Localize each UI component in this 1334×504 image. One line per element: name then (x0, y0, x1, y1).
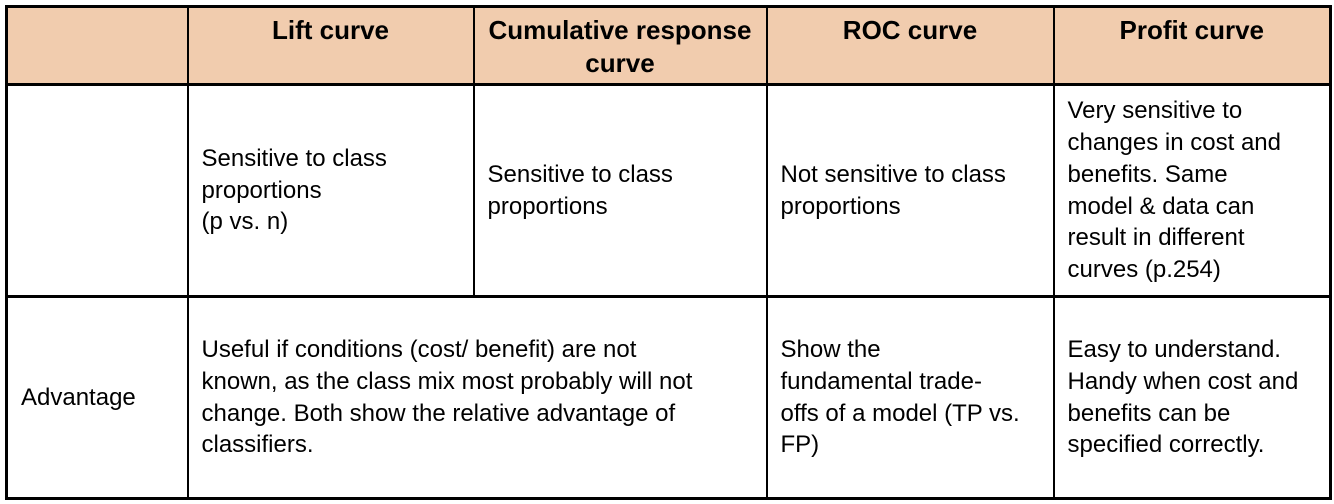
header-cell-profit-curve: Profit curve (1052, 5, 1332, 86)
sensitivity-cumulative-cell: Sensitive to class proportions (472, 83, 768, 298)
curve-comparison-table: Lift curve Cumulative response curve ROC… (5, 5, 1332, 500)
advantage-row-label-cell: Advantage (5, 295, 189, 500)
sensitivity-roc-cell: Not sensitive to class proportions (765, 83, 1055, 298)
sensitivity-row: Sensitive to class proportions (p vs. n)… (5, 83, 1332, 298)
header-cell-roc-curve: ROC curve (765, 5, 1055, 86)
advantage-row: Advantage Useful if conditions (cost/ be… (5, 295, 1332, 500)
sensitivity-lift-cell: Sensitive to class proportions (p vs. n) (186, 83, 475, 298)
header-cell-cumulative-response-curve: Cumulative response curve (472, 5, 768, 86)
sensitivity-row-label-cell (5, 83, 189, 298)
header-row: Lift curve Cumulative response curve ROC… (5, 5, 1332, 86)
advantage-lift-cumulative-merged-cell: Useful if conditions (cost/ benefit) are… (186, 295, 768, 500)
advantage-profit-cell: Easy to understand. Handy when cost and … (1052, 295, 1332, 500)
sensitivity-profit-cell: Very sensitive to changes in cost and be… (1052, 83, 1332, 298)
header-cell-lift-curve: Lift curve (186, 5, 475, 86)
advantage-roc-cell: Show the fundamental trade- offs of a mo… (765, 295, 1055, 500)
header-cell-corner (5, 5, 189, 86)
